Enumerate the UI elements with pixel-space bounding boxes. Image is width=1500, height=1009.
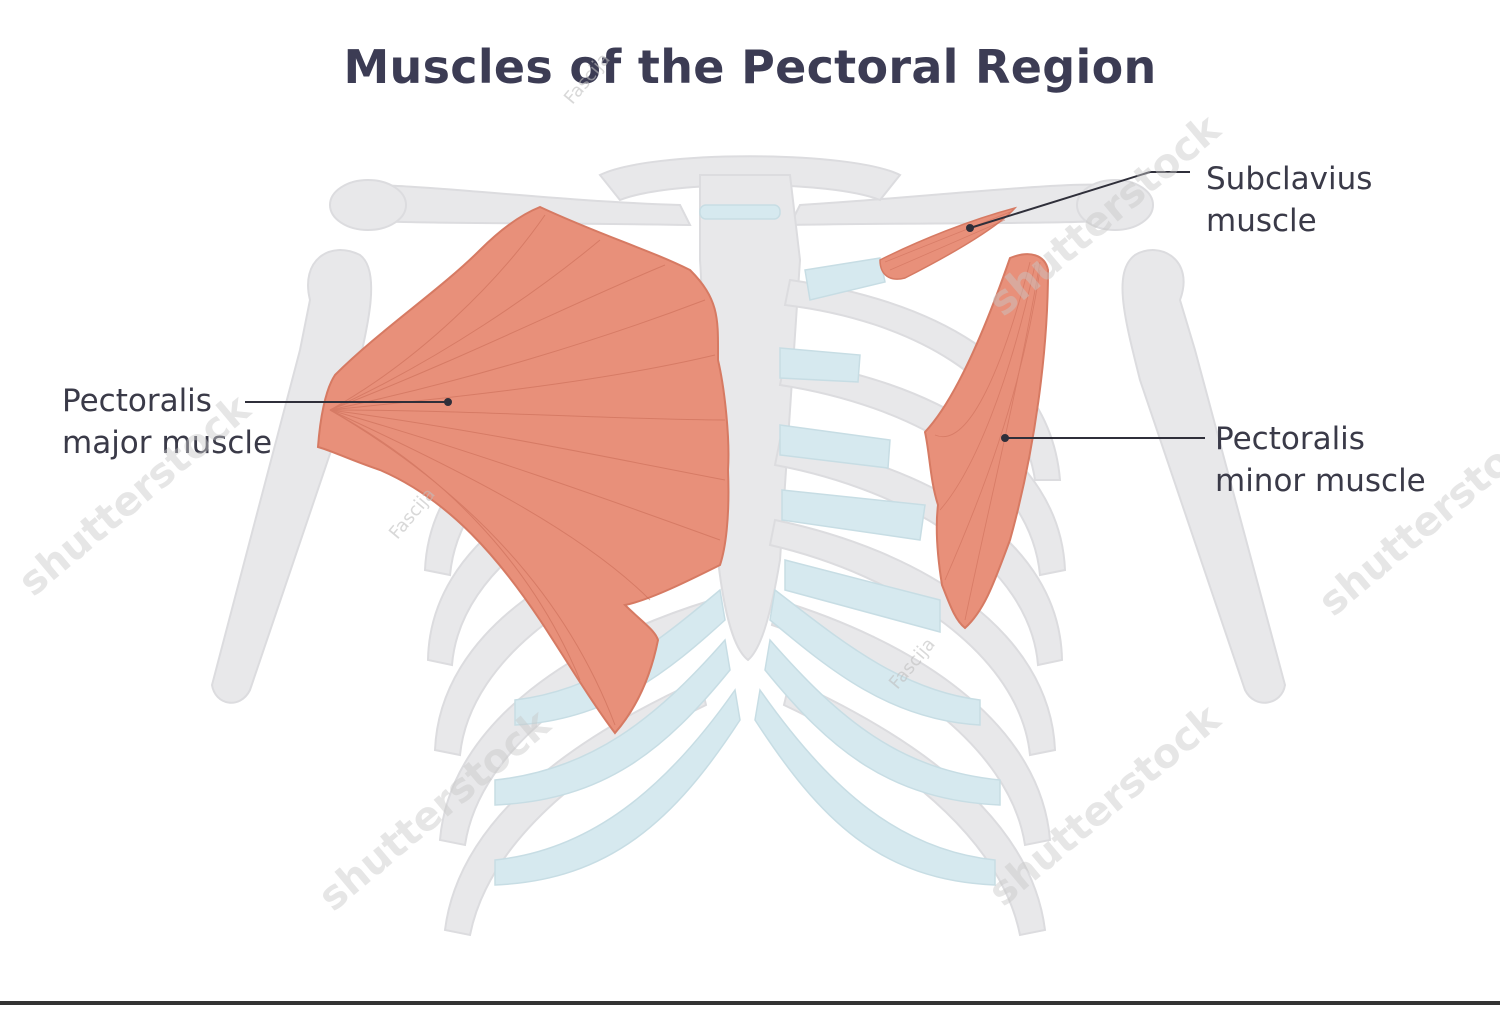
pointer-dot — [966, 224, 974, 232]
cartilage-segment — [769, 588, 981, 726]
label-pectoralis-minor: Pectoralis minor muscle — [1215, 418, 1426, 502]
cartilage-segment — [804, 257, 886, 301]
pointer-dot — [444, 398, 452, 406]
cartilage-segment — [781, 489, 926, 541]
label-line: muscle — [1206, 203, 1317, 239]
label-line: minor muscle — [1215, 463, 1426, 499]
page-title: Muscles of the Pectoral Region — [343, 40, 1157, 94]
cartilage-segment — [494, 638, 731, 806]
left-clavicle — [338, 184, 692, 227]
left-humerus — [210, 249, 373, 704]
label-subclavius: Subclavius muscle — [1206, 158, 1372, 242]
cartilage-segment — [764, 638, 1001, 806]
cartilage-segment — [699, 204, 781, 220]
label-line: Pectoralis — [1215, 421, 1365, 457]
label-line: major muscle — [62, 425, 273, 461]
pointer-dot — [1001, 434, 1009, 442]
cartilage-segment — [784, 559, 941, 633]
costal-cartilage — [494, 204, 1001, 886]
cartilage-segment — [514, 588, 726, 726]
cartilage-segment — [754, 688, 996, 886]
left-shoulder — [329, 179, 407, 231]
bottom-border — [0, 1001, 1500, 1005]
pectoralis-minor-muscle — [923, 253, 1050, 630]
cartilage-segment — [494, 688, 741, 886]
leader-line-subclavius — [969, 171, 1151, 229]
cartilage-segment — [779, 347, 861, 383]
leader-lines — [245, 171, 1205, 442]
subclavius-muscle — [879, 206, 1018, 280]
right-shoulder — [1076, 179, 1154, 231]
cartilage-segment — [779, 424, 891, 469]
pectoralis-major-fibers — [329, 214, 726, 726]
label-line: Subclavius — [1206, 161, 1373, 197]
label-line: Pectoralis — [62, 383, 212, 419]
label-pectoralis-major: Pectoralis major muscle — [62, 380, 272, 464]
right-humerus — [1121, 249, 1287, 704]
rib-right — [768, 518, 1057, 757]
pectoralis-major-muscle — [316, 205, 730, 735]
